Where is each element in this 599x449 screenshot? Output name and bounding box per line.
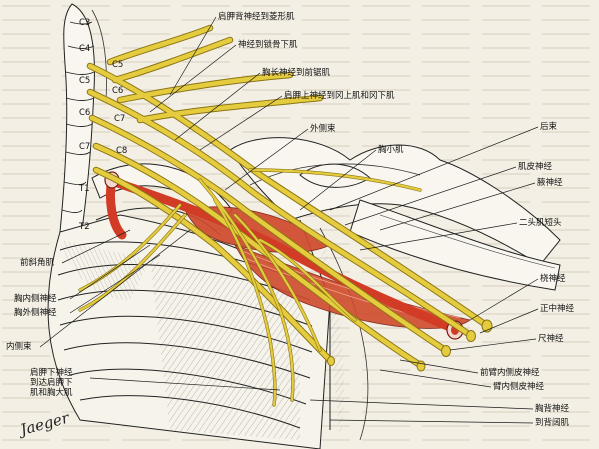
leader-line [379, 369, 492, 388]
leader-line [379, 182, 536, 231]
label-lower-subscapular: 肩胛下神经到达肩胛下肌和胸大肌 [30, 368, 73, 398]
label-medial-brachial: 臂内侧皮神经 [493, 382, 545, 392]
label-posterior-cord: 后束 [540, 122, 558, 132]
leader-line [89, 377, 281, 391]
label-medial-antebrachial: 前臂内侧皮神经 [480, 368, 540, 378]
leader-line [299, 149, 377, 211]
label-ulnar: 尺神经 [538, 334, 564, 344]
leader-line [149, 44, 237, 113]
label-latissimus: 到背阔肌 [535, 418, 570, 428]
leader-line [479, 308, 539, 334]
root-label-c8: C8 [116, 146, 128, 156]
label-medial-pectoral: 胸外侧神经 [14, 308, 57, 318]
leader-line [39, 229, 191, 348]
label-biceps-short-head: 二头肌短头 [519, 218, 562, 228]
leader-line [344, 166, 517, 226]
leader-line [69, 244, 151, 300]
label-suprascapular: 肩胛上神经到冈上肌和冈下肌 [284, 91, 395, 101]
label-musculocutaneous: 肌皮神经 [518, 162, 553, 172]
leader-line [399, 359, 479, 374]
leader-line [169, 16, 217, 96]
label-pectoralis-minor: 胸小肌 [378, 145, 404, 155]
leader-line [199, 95, 283, 151]
root-label-c5: C5 [112, 60, 124, 70]
label-lateral-cord: 外侧束 [310, 124, 336, 134]
root-label-c7: C7 [114, 114, 126, 124]
vertebra-label-t2: T2 [79, 222, 90, 232]
brachial-plexus-nerves [78, 24, 493, 407]
label-thoracodorsal: 胸背神经 [535, 404, 570, 414]
leader-line [174, 72, 261, 141]
label-radial: 桡神经 [540, 274, 566, 284]
vertebra-label-c5: C5 [79, 76, 91, 86]
label-dorsal-scapular: 肩胛背神经到菱形肌 [218, 12, 295, 22]
leader-line [224, 128, 309, 191]
vertebra-label-c6: C6 [79, 108, 91, 118]
leader-lines [39, 16, 539, 424]
vertebra-label-c7: C7 [79, 142, 91, 152]
vertebra-label-c4: C4 [79, 44, 91, 54]
leader-line [449, 338, 537, 351]
label-subclavius: 神经到锁骨下肌 [238, 40, 298, 50]
label-medial-cord: 内侧束 [6, 342, 32, 352]
label-lateral-pectoral: 胸内侧神经 [14, 294, 57, 304]
vertebra-label-c3: C3 [79, 18, 91, 28]
leader-line [469, 278, 539, 321]
leader-line [359, 222, 518, 251]
leader-line [61, 229, 131, 264]
leader-line [329, 126, 539, 211]
leader-line [309, 399, 534, 410]
label-long-thoracic: 胸长神经到前锯肌 [262, 68, 331, 78]
label-median: 正中神经 [540, 304, 575, 314]
vertebra-label-t1: T1 [79, 184, 90, 194]
leader-line [329, 419, 534, 424]
label-scalene-anterior: 前斜角肌 [20, 258, 55, 268]
label-axillary: 腋神经 [537, 178, 563, 188]
root-label-c6: C6 [112, 86, 124, 96]
